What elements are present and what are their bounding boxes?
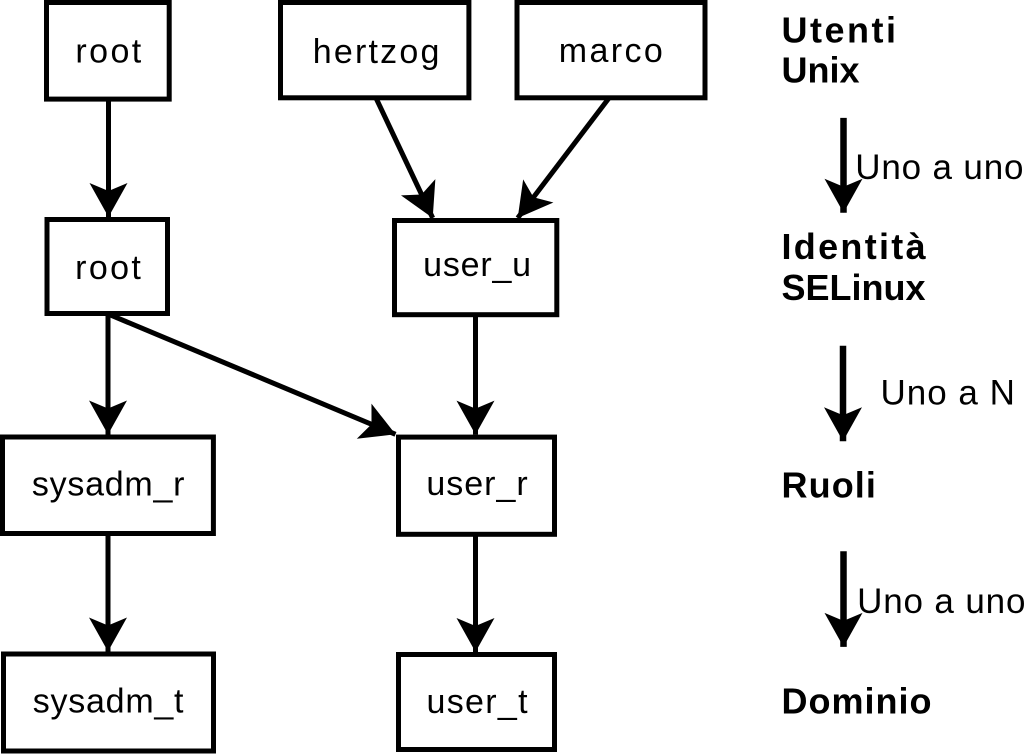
svg-text:Ruoli: Ruoli	[782, 465, 877, 506]
svg-text:SELinux: SELinux	[782, 267, 926, 308]
svg-text:hertzog: hertzog	[313, 33, 442, 71]
svg-text:Unix: Unix	[782, 50, 860, 91]
svg-text:marco: marco	[559, 32, 665, 70]
svg-text:sysadm_t: sysadm_t	[33, 683, 185, 721]
svg-text:user_r: user_r	[426, 465, 528, 503]
svg-text:Uno a N: Uno a N	[881, 374, 1016, 413]
svg-text:Uno a uno: Uno a uno	[855, 148, 1024, 187]
svg-text:user_u: user_u	[423, 246, 532, 284]
svg-text:sysadm_r: sysadm_r	[32, 466, 185, 504]
svg-text:user_t: user_t	[427, 683, 529, 721]
svg-text:Utenti: Utenti	[782, 10, 899, 51]
svg-text:Uno a uno: Uno a uno	[857, 582, 1024, 621]
svg-text:root: root	[75, 32, 143, 70]
svg-text:Identità: Identità	[782, 226, 928, 267]
svg-text:root: root	[75, 249, 143, 287]
svg-text:Dominio: Dominio	[782, 680, 933, 721]
